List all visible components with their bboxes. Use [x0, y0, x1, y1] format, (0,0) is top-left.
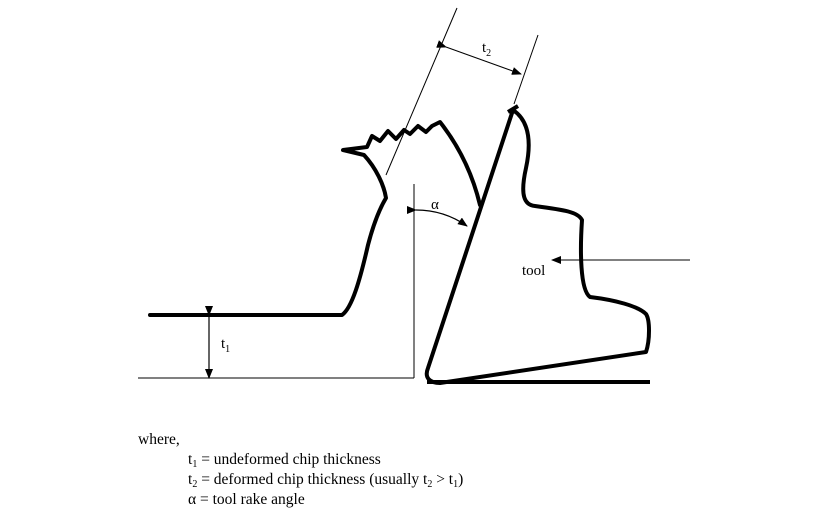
t2-extension-line-right: [513, 34, 539, 105]
chip-outline: [148, 120, 482, 317]
legend: where, t1 = undeformed chip thickness t2…: [138, 430, 463, 510]
t2-dimension-arrow: [436, 40, 522, 75]
legend-t2: t2 = deformed chip thickness (usually t2…: [188, 471, 464, 490]
alpha-label: α: [431, 197, 439, 213]
t1-label: t1: [221, 336, 230, 355]
t2-label: t2: [482, 40, 491, 59]
tool-label: tool: [522, 263, 545, 279]
tool-tip-mark: [506, 104, 520, 114]
tool-outline: [424, 108, 651, 385]
rake-angle-arc: [406, 205, 468, 227]
t2-extension-line-left: [385, 7, 458, 176]
legend-alpha: α = tool rake angle: [188, 491, 305, 508]
legend-t1: t1 = undeformed chip thickness: [188, 451, 381, 470]
legend-where: where,: [138, 431, 180, 448]
